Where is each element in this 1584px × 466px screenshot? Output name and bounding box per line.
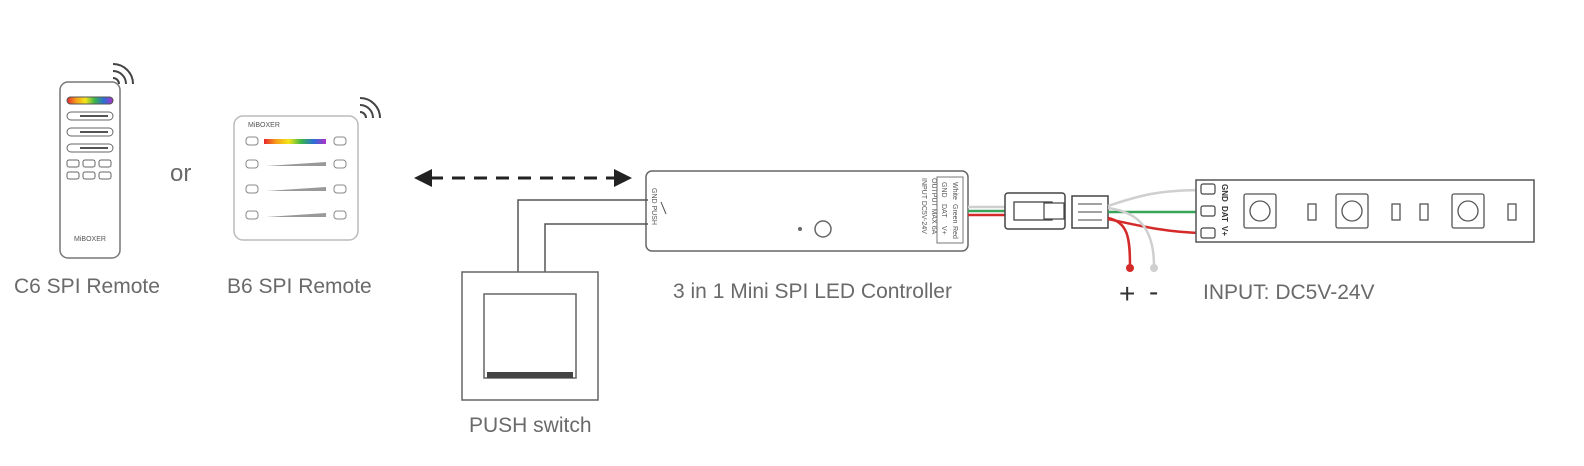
led-strip: GND DAT V+	[1195, 179, 1535, 243]
controller-wire-label-dat: DAT	[940, 204, 947, 218]
controller-button	[814, 220, 832, 238]
controller-wire-color-green: Green	[951, 204, 958, 224]
strip-solder-pads	[1200, 183, 1216, 239]
push-switch	[461, 271, 599, 401]
controller-output-rating-text: OUTPUT MAX 6A	[930, 178, 937, 235]
push-switch-label: PUSH switch	[469, 414, 592, 437]
wireless-link-arrow	[414, 169, 632, 187]
controller-wire-color-white: White	[951, 182, 958, 200]
positive-lead-end	[1126, 264, 1134, 272]
controller-led-indicator	[798, 227, 802, 231]
negative-lead-end	[1150, 264, 1158, 272]
strip-pin-gnd: GND	[1220, 184, 1229, 202]
push-switch-wires	[517, 199, 648, 272]
controller-input-rating-text: INPUT DC5V-24V	[920, 178, 927, 234]
controller-wire-label-v: V+	[940, 226, 947, 235]
b6-remote-label: B6 SPI Remote	[227, 275, 372, 298]
spi-controller: GND PUSH INPUT DC5V-24V OUTPUT MAX 6A GN…	[645, 170, 969, 252]
strip-resistors	[1307, 203, 1517, 221]
b6-brand-text: MiBOXER	[248, 122, 280, 129]
controller-push-terminal-text: GND PUSH	[650, 188, 657, 225]
signal-waves-icon	[359, 97, 381, 119]
strip-led-chips	[1243, 193, 1485, 229]
male-connector	[1071, 195, 1109, 229]
minus-label: -	[1149, 276, 1159, 307]
c6-remote-label: C6 SPI Remote	[14, 275, 160, 298]
female-connector	[1004, 192, 1066, 230]
controller-wire-label-gnd: GND	[940, 182, 947, 198]
strip-pin-v: V+	[1220, 226, 1229, 236]
controller-label: 3 in 1 Mini SPI LED Controller	[673, 280, 952, 303]
strip-input-label: INPUT: DC5V-24V	[1203, 281, 1375, 304]
signal-waves-icon	[112, 63, 134, 85]
controller-output-wires	[968, 205, 1005, 217]
c6-brand-text: MiBOXER	[74, 236, 106, 243]
or-label: or	[170, 160, 192, 187]
strip-wires	[1107, 188, 1206, 267]
b6-remote: MiBOXER	[233, 97, 381, 241]
plus-label: +	[1119, 278, 1136, 309]
controller-wire-color-red: Red	[951, 226, 958, 239]
c6-remote: MiBOXER	[59, 63, 134, 259]
strip-pin-dat: DAT	[1220, 206, 1229, 222]
